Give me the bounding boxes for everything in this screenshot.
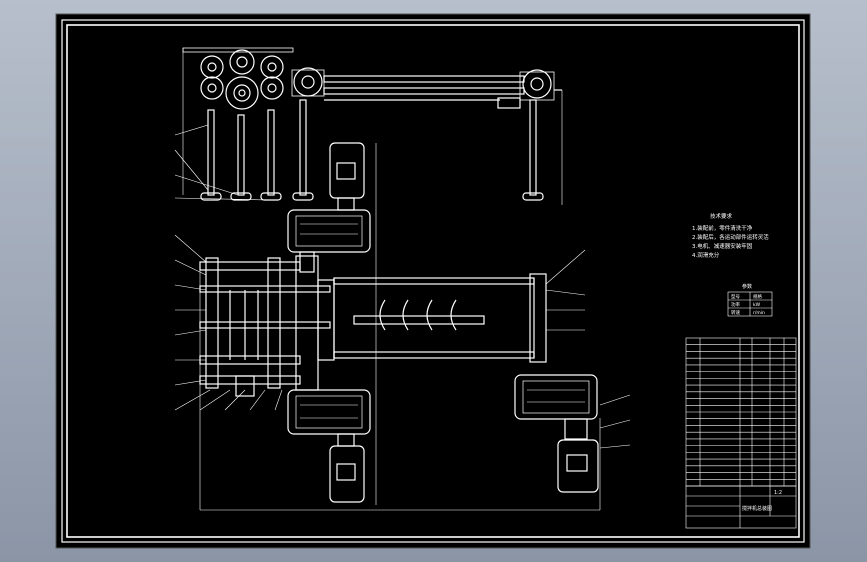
sheet-outer-border (61, 19, 805, 543)
sheet-inner-border (66, 24, 800, 538)
parameter-table-title: 参数 (742, 283, 752, 290)
notes-line-1: 1.装配前，零件清洗干净 (692, 224, 753, 232)
drawing-sheet (55, 13, 811, 549)
title-block: 搅拌机总装图 1:2 (685, 485, 797, 529)
param-row-1-label: 型号 (731, 293, 740, 300)
drawing-name: 搅拌机总装图 (742, 505, 772, 512)
notes-title: 技术要求 (710, 212, 733, 220)
right-motor-gearbox (514, 374, 631, 493)
upper-motor-gearbox (287, 142, 377, 505)
param-row-2-value: kW (753, 302, 761, 308)
assembly-drawing (174, 47, 631, 511)
lower-motor-gearbox (287, 389, 371, 503)
notes-line-4: 4.润滑充分 (692, 251, 720, 259)
upper-pulley-assembly (174, 47, 563, 205)
notes-line-2: 2.装配后，各运动部件运转灵活 (692, 233, 769, 241)
dimension-lines (199, 262, 601, 511)
param-row-2-label: 功率 (731, 301, 740, 308)
notes-line-3: 3.电机、减速器安装牢固 (692, 242, 753, 250)
param-row-3-label: 转速 (731, 309, 740, 316)
drawing-scale: 1:2 (774, 490, 782, 496)
param-row-1-value: 规格 (753, 293, 762, 300)
mixing-trough (333, 249, 586, 363)
technical-notes: 技术要求 1.装配前，零件清洗干净 2.装配后，各运动部件运转灵活 3.电机、减… (692, 212, 769, 259)
parts-list (685, 337, 797, 487)
param-row-3-value: r/min (753, 310, 765, 316)
parameter-table: 参数 型号 规格 功率 kW 转速 r/min (727, 283, 773, 317)
